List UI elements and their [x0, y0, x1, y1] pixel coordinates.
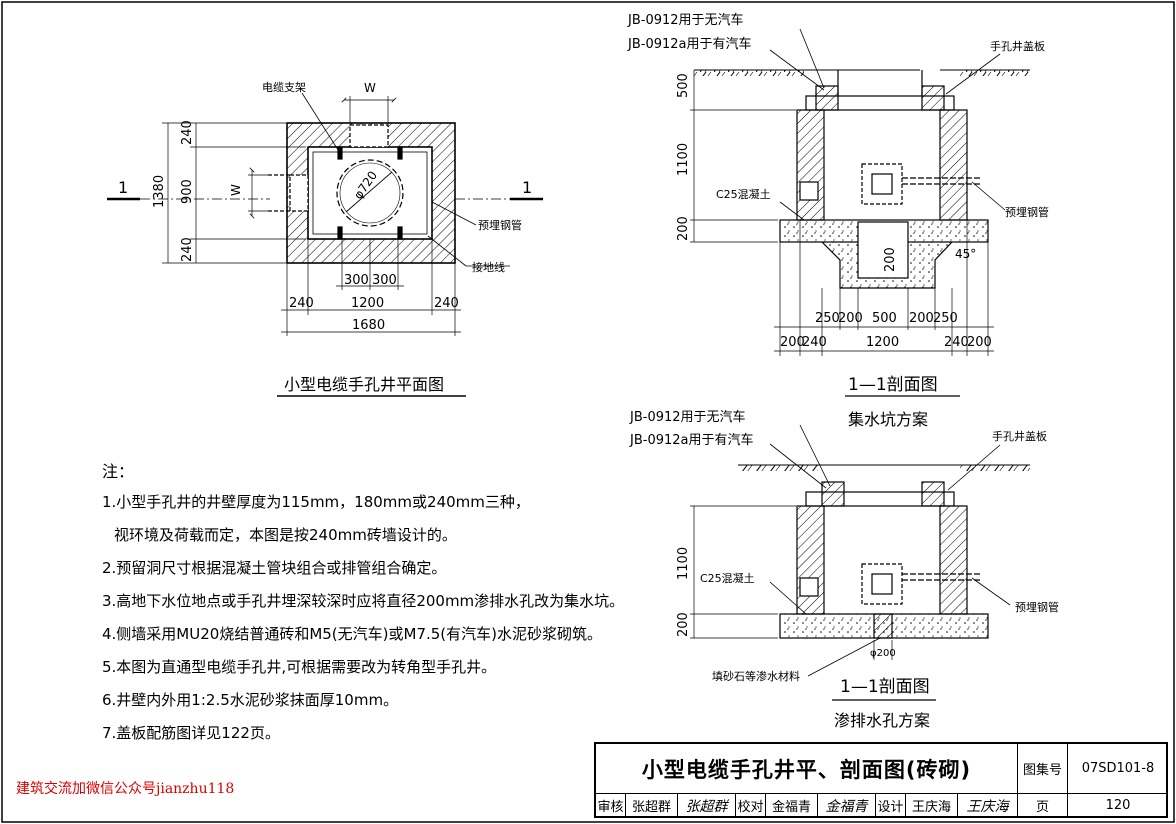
sa-row1-d: 200: [909, 311, 934, 326]
check-signature: 金福青: [818, 794, 876, 818]
plan-dim-left-top: 240: [180, 120, 195, 145]
sb-jb2-label: JB-0912a用于有汽车: [629, 432, 754, 448]
sa-row2-a: 200: [780, 335, 805, 350]
sa-cover-label: 手孔井盖板: [990, 39, 1045, 53]
review-signature: 张超群: [678, 794, 736, 818]
sa-title: 1—1剖面图: [848, 375, 938, 395]
note-item: 视环境及荷载而定，本图是按240mm砖墙设计的。: [114, 526, 457, 544]
drawing-title: 小型电缆手孔井平、剖面图(砖砌): [596, 744, 1018, 794]
sa-row2-b: 240: [802, 335, 827, 350]
plan-dim-left-bottom: 240: [180, 237, 195, 262]
sb-cover-label: 手孔井盖板: [992, 429, 1047, 443]
sa-row2-d: 240: [944, 335, 969, 350]
sa-jb1-label: JB-0912用于无汽车: [627, 12, 744, 28]
sa-subtitle: 集水坑方案: [848, 410, 928, 429]
plan-dim-w-top: W: [364, 81, 376, 95]
sa-concrete-label: C25混凝土: [716, 187, 771, 201]
design-name: 王庆海: [906, 794, 958, 818]
plan-bracket-label: 电缆支架: [262, 81, 306, 94]
section-mark-left: 1: [118, 178, 128, 197]
plan-dim-b1-left: 240: [289, 296, 314, 311]
sb-dim-1100: 1100: [676, 547, 691, 580]
sa-row2-e: 200: [967, 335, 992, 350]
watermark-text: 建筑交流加微信公众号jianzhu118: [16, 781, 235, 797]
section-mark-right: 1: [522, 178, 532, 197]
sa-dim-pit: 200: [883, 247, 898, 272]
bracket: [337, 226, 343, 240]
sa-angle: 45°: [955, 247, 976, 261]
bracket: [397, 146, 403, 160]
plan-dim-inner-1: 300: [344, 273, 369, 288]
check-label: 校对: [736, 794, 766, 818]
sa-dim-500: 500: [676, 73, 691, 98]
section-b: [690, 424, 1030, 701]
sb-dim-hole: φ200: [870, 648, 896, 659]
notes-title: 注：: [102, 462, 135, 481]
section-a-labels: JB-0912用于无汽车 JB-0912a用于有汽车 手孔井盖板 C25混凝土 …: [627, 12, 1049, 429]
note-item: 1.小型手孔井的井壁厚度为115mm，180mm或240mm三种，: [102, 493, 530, 511]
sa-row1-e: 250: [933, 311, 958, 326]
sa-jb2-label: JB-0912a用于有汽车: [627, 36, 752, 52]
sa-row1-c: 500: [872, 311, 897, 326]
sb-title: 1—1剖面图: [840, 677, 930, 697]
notes-list: 1.小型手孔井的井壁厚度为115mm，180mm或240mm三种， 视环境及荷载…: [102, 486, 624, 750]
page-number: 120: [1068, 794, 1168, 818]
sa-pipe-label: 预埋钢管: [1005, 205, 1049, 219]
note-item: 3.高地下水位地点或手孔井埋深较深时应将直径200mm渗排水孔改为集水坑。: [102, 592, 625, 610]
plan-dim-left-mid: 900: [180, 179, 195, 204]
section-a: [690, 28, 1030, 397]
sa-dim-1100: 1100: [676, 143, 691, 176]
atlas-number: 07SD101-8: [1068, 744, 1168, 794]
sa-row1-b: 200: [838, 311, 863, 326]
plan-dim-b1-mid: 1200: [351, 296, 384, 311]
note-item: 2.预留洞尺寸根据混凝土管块组合或排管组合确定。: [102, 559, 447, 577]
review-label: 审核: [596, 794, 626, 818]
page-label: 页: [1018, 794, 1068, 818]
sb-concrete-label: C25混凝土: [700, 571, 755, 585]
plan-dim-left-total: 1380: [152, 175, 167, 208]
note-item: 5.本图为直通型电缆手孔井,可根据需要改为转角型手孔井。: [102, 658, 497, 676]
plan-dim-b2: 1680: [352, 318, 385, 333]
note-item: 4.侧墙采用MU20烧结普通砖和M5(无汽车)或M7.5(有汽车)水泥砂浆砌筑。: [102, 625, 603, 643]
note-item: 6.井壁内外用1:2.5水泥砂浆抹面厚10mm。: [102, 691, 399, 709]
plan-dim-w-left: W: [229, 184, 243, 196]
plan-view: [107, 92, 543, 397]
plan-pipe-label: 预埋钢管: [478, 218, 522, 232]
sb-pipe-label: 预埋钢管: [1015, 600, 1059, 614]
atlas-label: 图集号: [1018, 744, 1068, 794]
sa-row2-c: 1200: [866, 335, 899, 350]
bracket: [397, 226, 403, 240]
plan-inner-chamber: [307, 146, 433, 240]
plan-dim-b1-right: 240: [434, 296, 459, 311]
design-label: 设计: [876, 794, 906, 818]
section-b-labels: JB-0912用于无汽车 JB-0912a用于有汽车 手孔井盖板 C25混凝土 …: [629, 409, 1059, 730]
sb-fill-label: 填砂石等渗水材料: [712, 669, 800, 683]
plan-dim-inner-2: 300: [372, 273, 397, 288]
note-item: 7.盖板配筋图详见122页。: [102, 724, 280, 742]
design-signature: 王庆海: [958, 794, 1018, 818]
check-name: 金福青: [766, 794, 818, 818]
sb-subtitle: 渗排水孔方案: [834, 711, 930, 730]
sb-dim-200: 200: [676, 612, 691, 637]
plan-ground-label: 接地线: [472, 260, 505, 274]
title-block: 小型电缆手孔井平、剖面图(砖砌) 图集号 07SD101-8 审核 张超群 张超…: [594, 742, 1168, 818]
sa-dim-200: 200: [676, 216, 691, 241]
review-name: 张超群: [626, 794, 678, 818]
sa-row1-a: 250: [815, 311, 840, 326]
sb-jb1-label: JB-0912用于无汽车: [629, 409, 746, 425]
plan-title: 小型电缆手孔井平面图: [284, 375, 444, 394]
manhole-circle: [336, 159, 404, 227]
